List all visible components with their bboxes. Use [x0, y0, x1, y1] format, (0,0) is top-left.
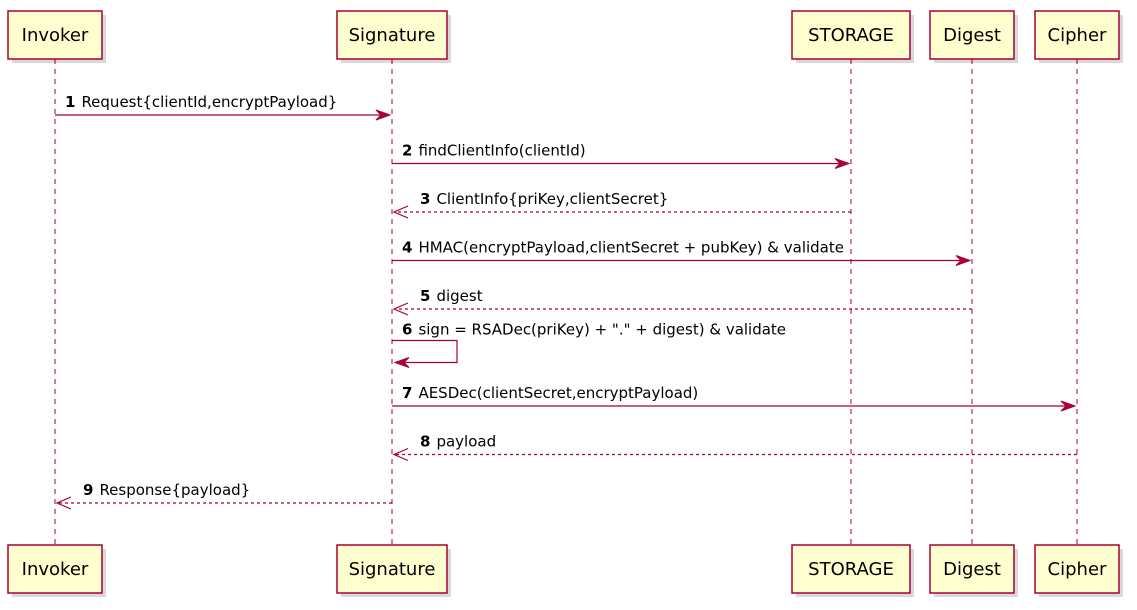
- arrow-head-open: [55, 496, 72, 510]
- participant-invoker-bottom: Invoker: [7, 544, 106, 597]
- message-9: 9 Response{payload}: [55, 481, 392, 510]
- participant-label: STORAGE: [808, 559, 894, 580]
- message-number: 1: [65, 93, 75, 111]
- message-text: AESDec(clientSecret,encryptPayload): [418, 384, 698, 402]
- arrow-head: [375, 109, 392, 121]
- participant-box: [929, 10, 1015, 60]
- message-text: digest: [436, 287, 482, 305]
- arrow-head: [1060, 400, 1077, 412]
- message-4: 4 HMAC(encryptPayload,clientSecret + pubK…: [392, 239, 972, 266]
- participant-box: [7, 544, 103, 594]
- participant-signature-bottom: Signature: [336, 544, 451, 597]
- message-line: [392, 339, 458, 364]
- participant-label: STORAGE: [808, 25, 894, 46]
- message-label: 2 findClientInfo(clientId): [402, 142, 586, 160]
- participant-box: [336, 544, 448, 594]
- participant-box: [7, 10, 103, 60]
- message-label: 9 Response{payload}: [83, 481, 250, 499]
- message-number: 7: [402, 384, 412, 402]
- arrow-head-open: [392, 302, 409, 316]
- message-number: 9: [83, 481, 93, 499]
- message-text: payload: [436, 433, 496, 451]
- message-text: ClientInfo{priKey,clientSecret}: [436, 190, 668, 208]
- participant-box: [336, 10, 448, 60]
- message-number: 5: [420, 287, 430, 305]
- participant-box: [929, 544, 1015, 594]
- message-label: 5 digest: [420, 287, 483, 305]
- participant-digest-bottom: Digest: [929, 544, 1018, 597]
- participant-digest-top: Digest: [929, 10, 1018, 63]
- message-number: 6: [402, 321, 412, 339]
- participant-label: Digest: [943, 559, 1001, 580]
- message-text: Response{payload}: [99, 481, 250, 499]
- message-label: 7 AESDec(clientSecret,encryptPayload): [402, 384, 698, 402]
- participant-storage-bottom: STORAGE: [791, 544, 914, 597]
- message-7: 7 AESDec(clientSecret,encryptPayload): [392, 384, 1077, 412]
- participant-label: Invoker: [22, 25, 89, 46]
- arrow-head: [955, 255, 972, 266]
- message-6: 6 sign = RSADec(priKey) + "." + digest) &…: [392, 321, 786, 368]
- participant-label: Digest: [943, 25, 1001, 46]
- participant-signature-top: Signature: [336, 10, 451, 63]
- message-number: 8: [420, 433, 430, 451]
- message-8: 8 payload: [392, 433, 1077, 462]
- arrow-head-open: [392, 447, 409, 462]
- messages: 1 Request{clientId,encryptPayload} 2 findCl…: [55, 93, 1077, 510]
- message-number: 4: [402, 239, 412, 257]
- participant-cipher-top: Cipher: [1034, 10, 1123, 63]
- participant-invoker-top: Invoker: [7, 10, 106, 63]
- arrow-head: [393, 357, 410, 368]
- participant-cipher-bottom: Cipher: [1034, 544, 1123, 597]
- participant-label: Cipher: [1048, 25, 1107, 46]
- lifelines: [54, 59, 1078, 545]
- participant-box: [1034, 544, 1120, 594]
- participant-label: Cipher: [1048, 559, 1107, 580]
- message-label: 3 ClientInfo{priKey,clientSecret}: [420, 190, 668, 208]
- message-label: 8 payload: [420, 433, 496, 451]
- participant-label: Invoker: [22, 559, 89, 580]
- message-text: findClientInfo(clientId): [418, 142, 585, 160]
- message-label: 4 HMAC(encryptPayload,clientSecret + pubK…: [402, 239, 844, 257]
- participant-box: [1034, 10, 1120, 60]
- message-text: Request{clientId,encryptPayload}: [81, 93, 337, 111]
- message-2: 2 findClientInfo(clientId): [392, 142, 851, 169]
- message-1: 1 Request{clientId,encryptPayload}: [55, 93, 392, 121]
- message-5: 5 digest: [392, 287, 972, 316]
- arrow-head: [834, 158, 851, 169]
- message-label: 1 Request{clientId,encryptPayload}: [65, 93, 337, 111]
- message-3: 3 ClientInfo{priKey,clientSecret}: [392, 190, 851, 219]
- arrow-head-open: [392, 205, 409, 219]
- participant-label: Signature: [349, 25, 436, 46]
- message-number: 3: [420, 190, 430, 208]
- participants-bottom: Invoker Signature STORAGE Digest Cipher: [7, 544, 1123, 597]
- participant-label: Signature: [349, 559, 436, 580]
- message-text: sign = RSADec(priKey) + "." + digest) & …: [418, 321, 786, 339]
- message-label: 6 sign = RSADec(priKey) + "." + digest) &…: [402, 321, 786, 339]
- participant-storage-top: STORAGE: [791, 10, 914, 63]
- message-text: HMAC(encryptPayload,clientSecret + pubKe…: [418, 239, 844, 257]
- participant-box: [791, 10, 911, 60]
- participant-box: [791, 544, 911, 594]
- participants-top: Invoker Signature STORAGE Digest Cipher: [7, 10, 1123, 63]
- message-number: 2: [402, 142, 412, 160]
